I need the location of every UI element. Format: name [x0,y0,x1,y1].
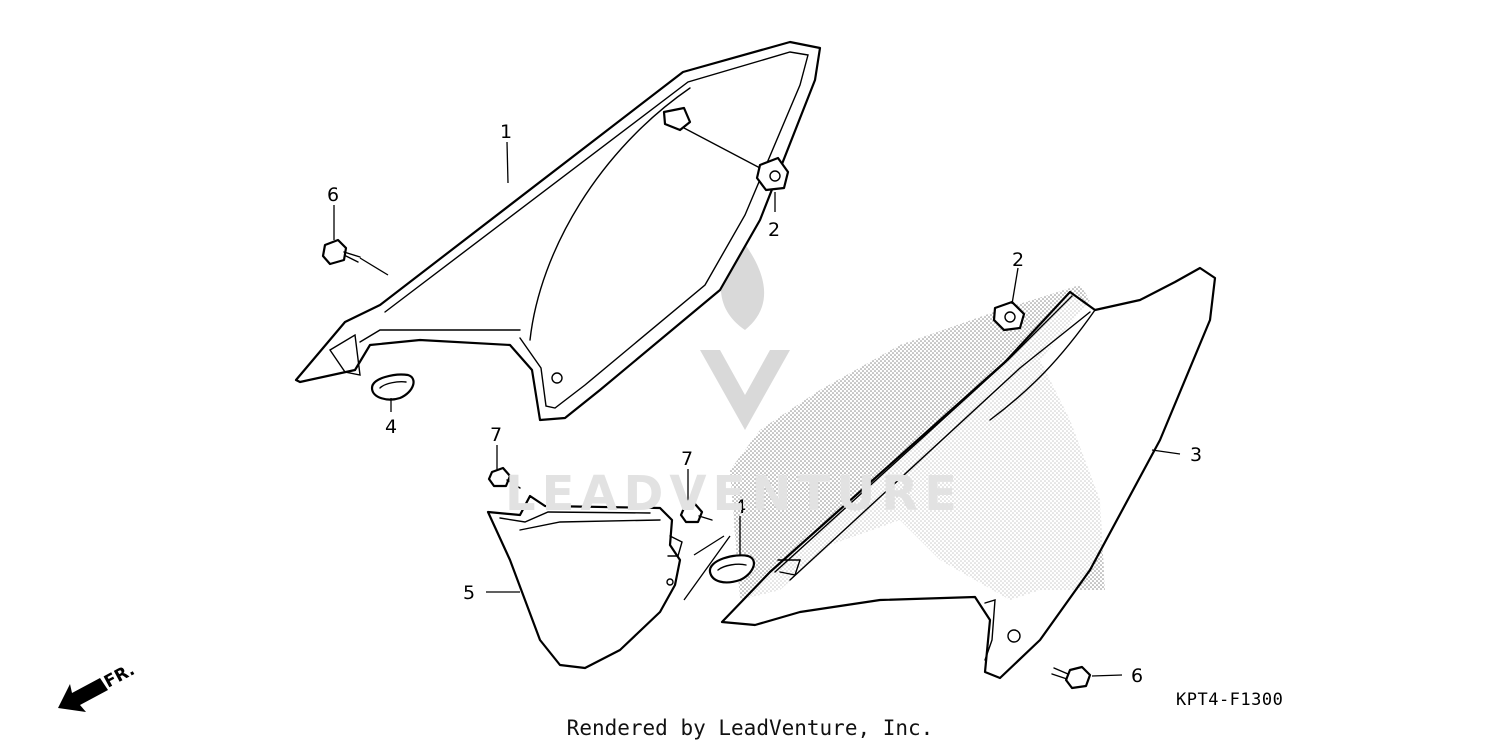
part-4-rubber-upper [370,373,415,401]
part-6-bolt-upper [321,238,361,266]
callout-7-right: 7 [681,448,693,470]
direction-label: FR. [101,660,138,692]
front-direction-arrow: FR. [58,660,138,712]
callout-1: 1 [500,121,512,143]
callout-3: 3 [1190,444,1202,466]
footer-credit: Rendered by LeadVenture, Inc. [566,716,934,740]
part-3-left-side-cover [720,266,1217,680]
part-6-bolt-lower [1051,665,1092,690]
part-1-right-side-cover [294,40,822,422]
callout-2-lower: 2 [1012,249,1024,271]
callout-labels: 1 2 2 3 4 4 5 6 6 7 7 [327,121,1202,687]
callout-6-upper: 6 [327,184,339,206]
part-7-screw-left [487,466,521,489]
diagram-code: KPT4-F1300 [1176,690,1284,710]
part-4-rubber-lower [708,554,755,584]
part-5-cover [486,494,683,670]
callout-6-lower: 6 [1131,665,1143,687]
watermark-text: LEADVENTURE [505,466,963,522]
callout-4-lower: 4 [734,496,746,518]
part-7-screw-right [679,502,713,524]
callout-5: 5 [463,582,475,604]
part-2-grommet-upper [755,156,790,192]
callout-4-upper: 4 [385,416,397,438]
leader-lines [333,127,1181,677]
callout-7-left: 7 [490,424,502,446]
callout-2-upper: 2 [768,219,780,241]
